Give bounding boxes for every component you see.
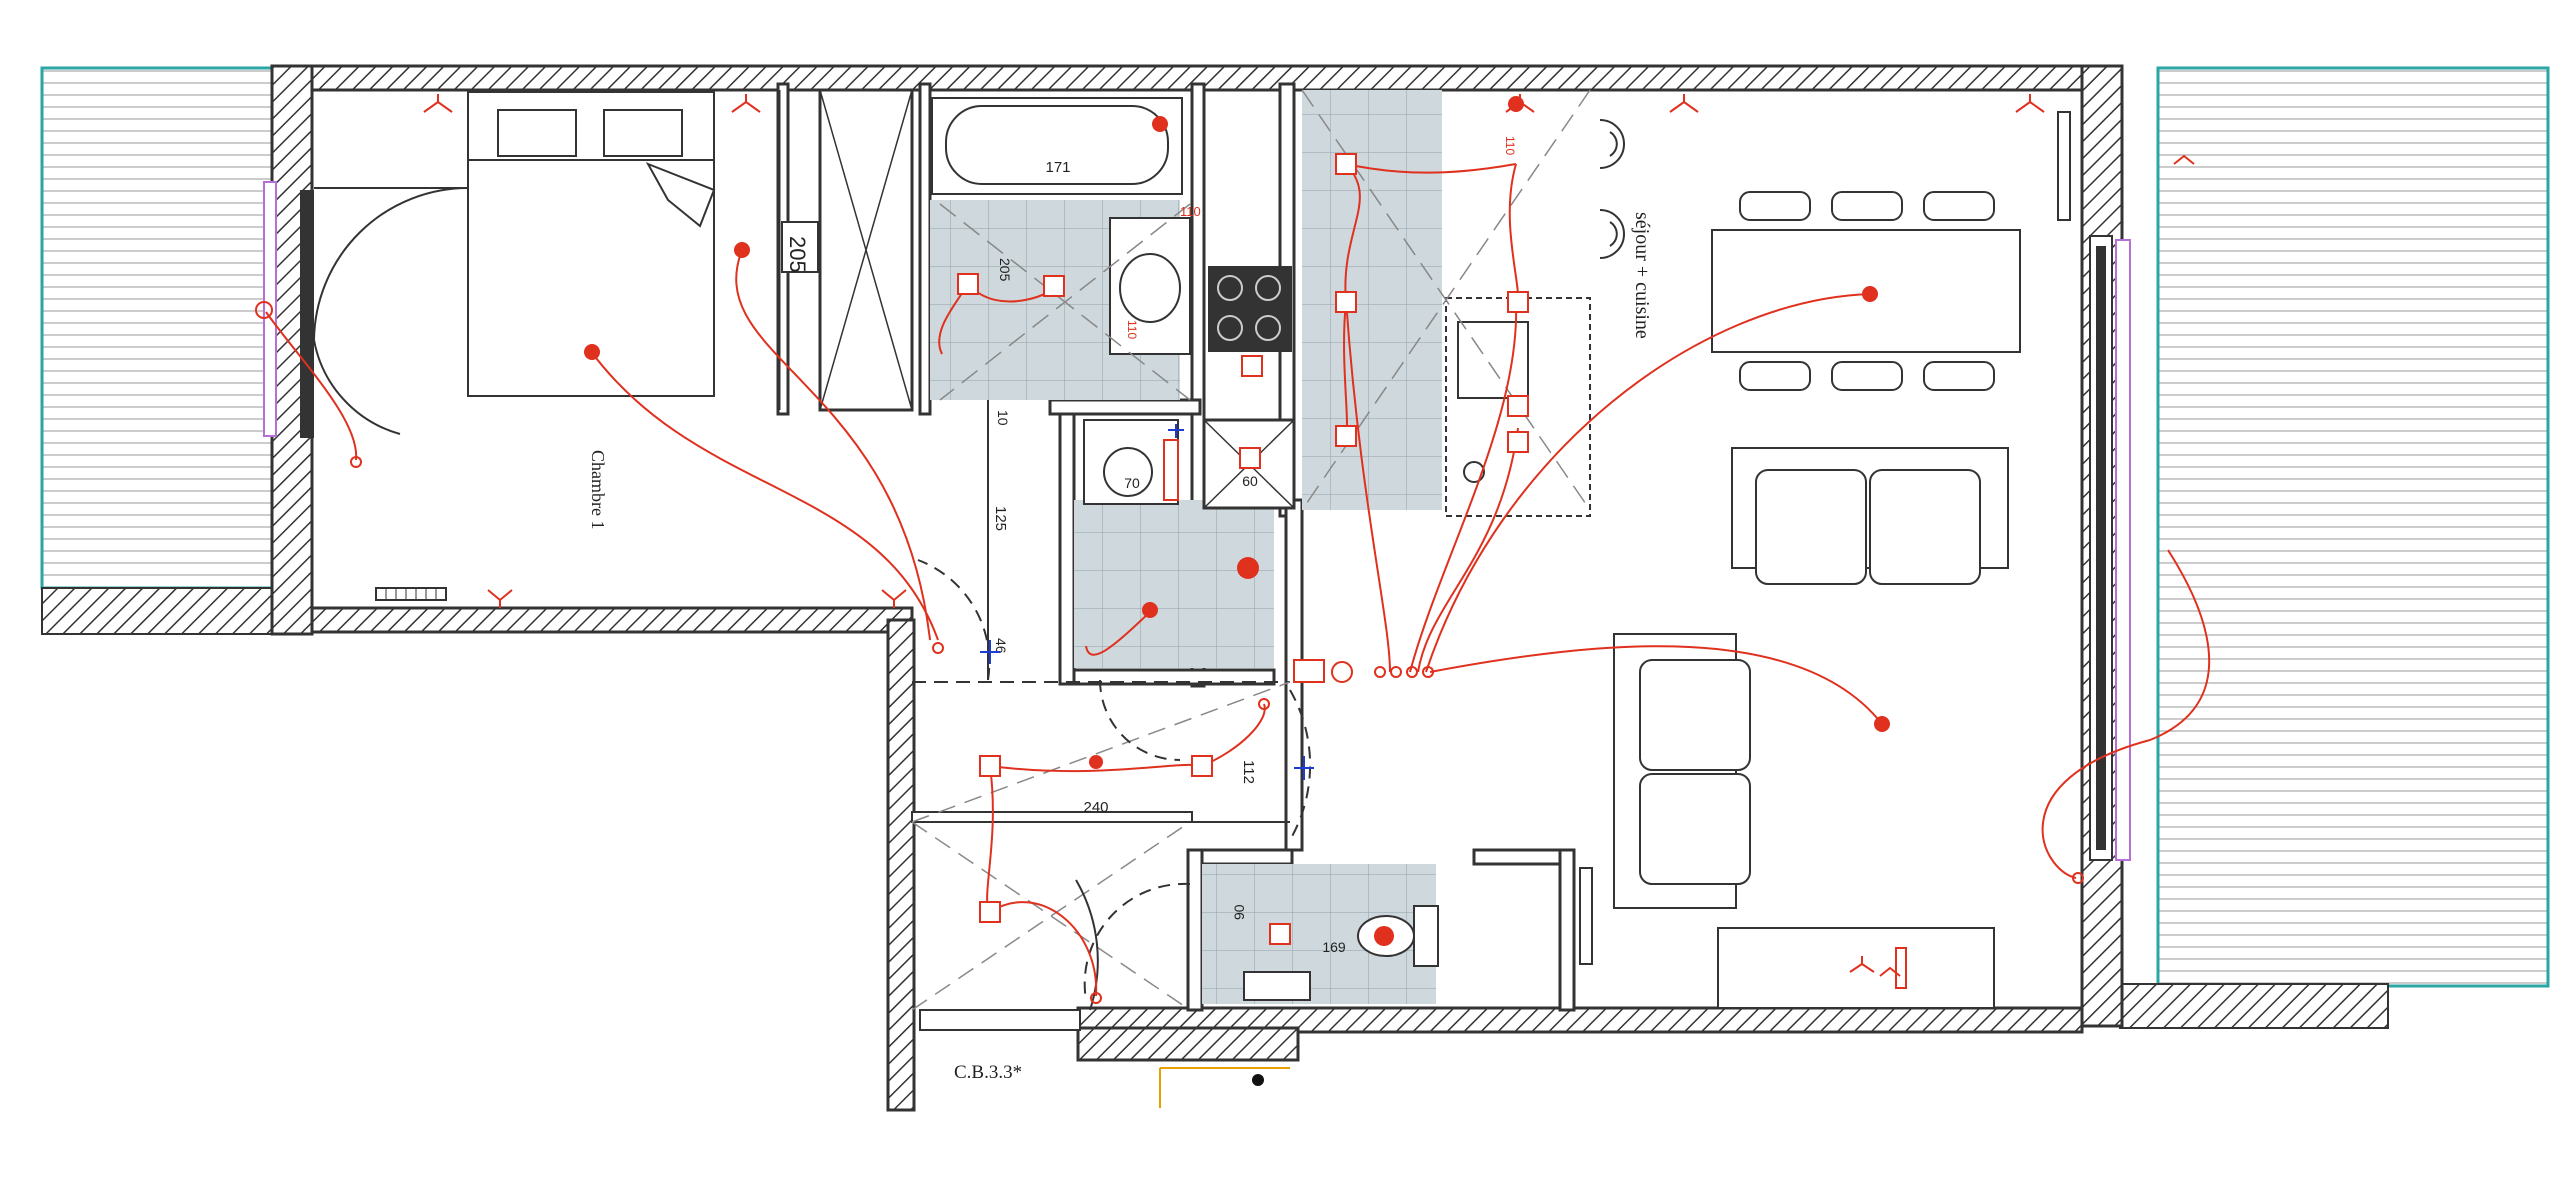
socket-icon	[957, 153, 1529, 945]
light-point-icon	[584, 96, 1890, 946]
radiator-bedroom	[375, 587, 447, 601]
hob-height-label: 110	[1180, 204, 1201, 219]
water-point-icon	[980, 424, 1314, 780]
exterior-detail: C.B.3.3*	[954, 1062, 1290, 1108]
balcony-left	[40, 66, 313, 635]
hob	[1208, 266, 1292, 352]
bedroom-door	[313, 187, 469, 435]
balcony-right	[2119, 66, 2550, 1029]
sofa-top	[1731, 447, 2009, 585]
radiator-wc	[1579, 867, 1593, 965]
wc-length-label: 169	[1322, 939, 1346, 955]
tv-outlets	[1849, 947, 1907, 989]
living-radiator	[2057, 111, 2071, 221]
washer-label: 70	[1124, 475, 1140, 491]
gap-label: 10	[995, 410, 1011, 426]
bath-tiles-label: 205	[997, 258, 1013, 282]
washing-machine: 70	[1083, 419, 1179, 505]
unit-reference: C.B.3.3*	[954, 1062, 1022, 1083]
fridge-label: 60	[1242, 473, 1258, 489]
bar-stools	[1599, 119, 1625, 259]
closet: 205	[779, 88, 914, 412]
washbasin	[1109, 217, 1191, 355]
bedroom-label: Chambre 1	[588, 450, 608, 529]
walls	[270, 64, 2124, 1112]
hall: 240 112 10 125 46	[911, 400, 1312, 1011]
bathtub: 171 205	[931, 97, 1183, 282]
living-window	[2089, 235, 2131, 861]
closet-dimension-label: 205	[785, 236, 810, 273]
corridor-width-label: 125	[992, 506, 1009, 531]
door-gap-label: 46	[993, 638, 1009, 654]
wc-depth-label: 90	[1231, 904, 1247, 920]
hall-depth-label: 112	[1240, 760, 1257, 784]
bath-length-label: 171	[1045, 159, 1070, 176]
sofa-side	[1613, 633, 1751, 909]
kitchen-height-label: 110	[1503, 136, 1517, 155]
switch-icon	[255, 301, 2084, 1004]
living-room-label: séjour + cuisine	[1631, 212, 1653, 339]
electrical-devices: 110 110 110	[255, 94, 2195, 1004]
bedroom-window	[263, 181, 314, 438]
sink-height-label: 110	[1125, 320, 1139, 339]
hall-width-label: 240	[1083, 799, 1108, 816]
